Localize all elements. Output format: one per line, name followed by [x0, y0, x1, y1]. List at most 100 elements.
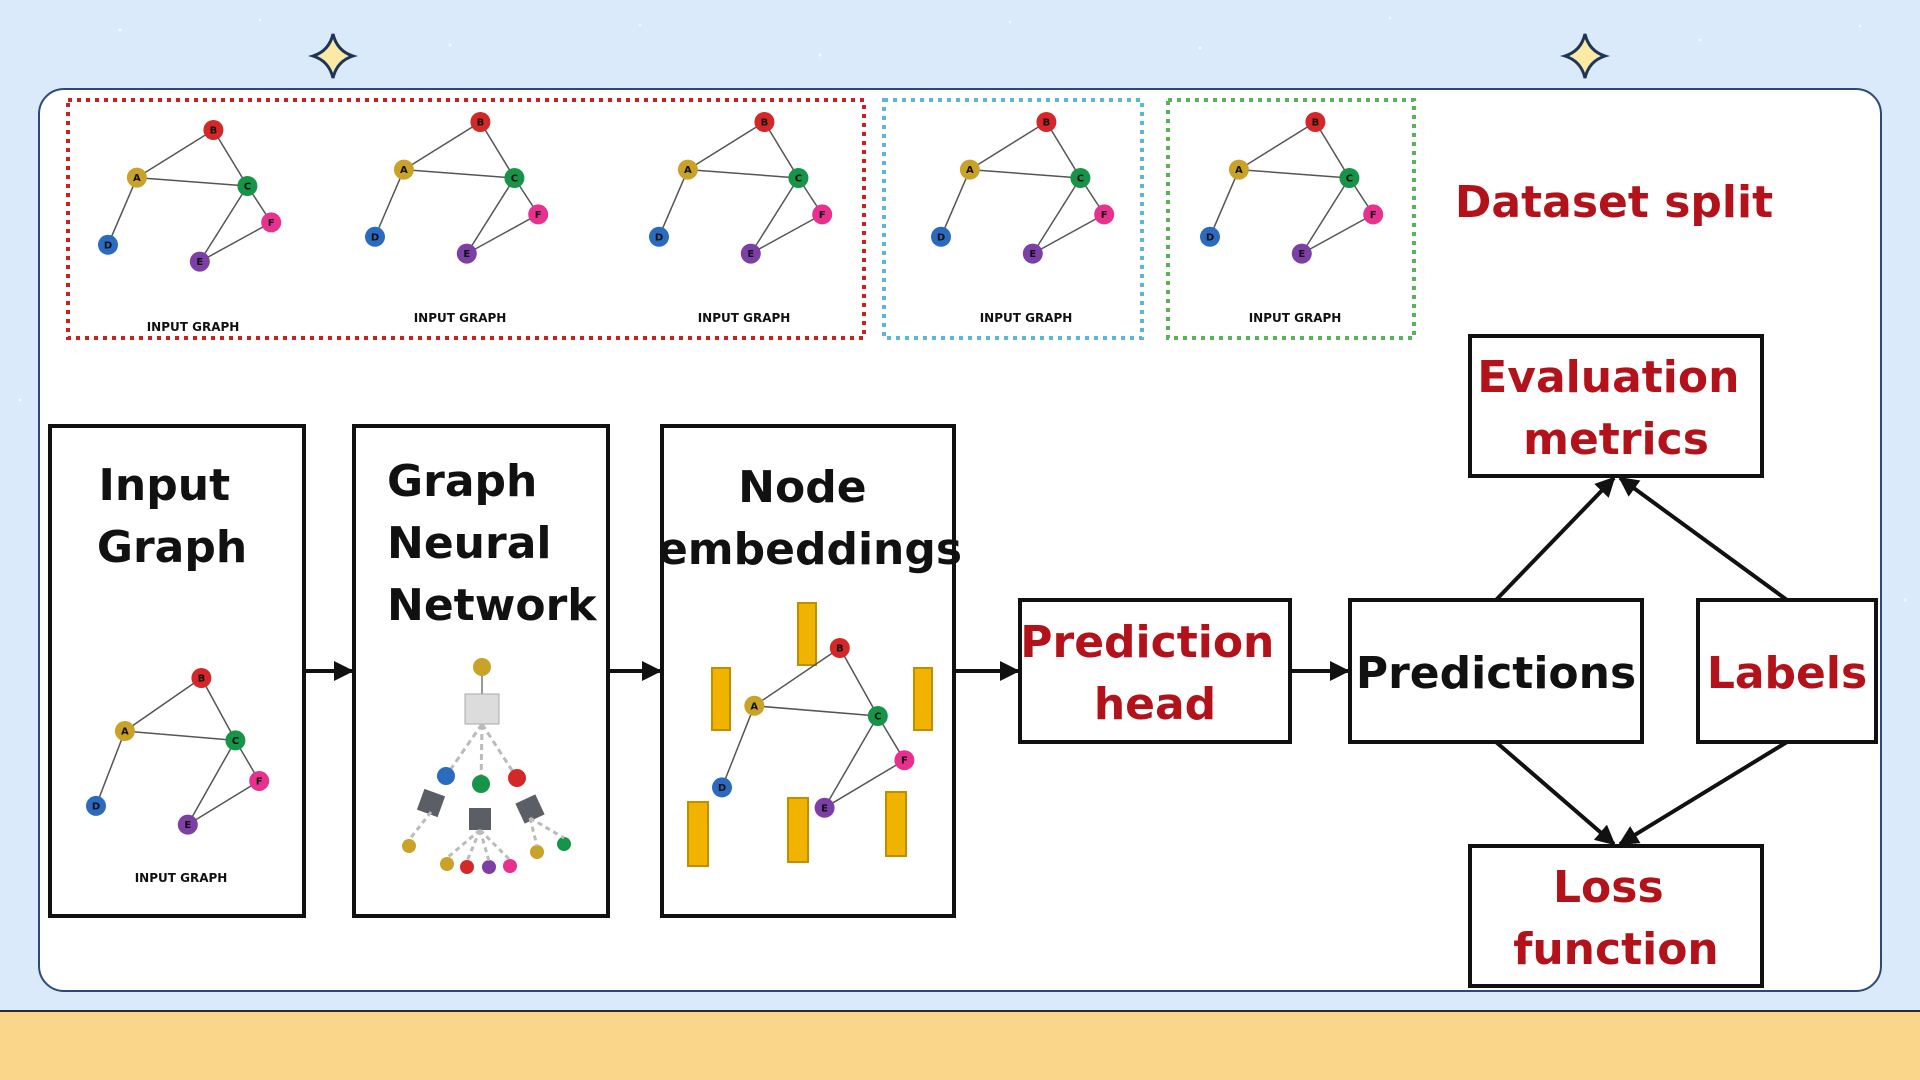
- graph-node-label: D: [937, 232, 945, 243]
- graph-node-label: D: [104, 240, 112, 251]
- graph-node: [126, 167, 147, 188]
- graph-node: [959, 159, 980, 180]
- graph-caption: INPUT GRAPH: [135, 871, 228, 885]
- graph-edge: [940, 169, 971, 238]
- graph-node-label: C: [511, 174, 518, 185]
- embedding-bar: [797, 602, 817, 666]
- graph-node-label: D: [1206, 232, 1214, 243]
- graph-node: [114, 721, 135, 742]
- svg-text:Prediction head: Prediction head: [1020, 617, 1289, 730]
- predictions-label: Predictions: [1356, 648, 1636, 699]
- graph-edge: [1238, 168, 1350, 179]
- input-graph-title-line2: Graph: [97, 522, 247, 573]
- graph-edge: [95, 730, 126, 807]
- svg-text:Evaluation metrics: Evaluation metrics: [1477, 352, 1755, 465]
- dataset-split-title: Dataset split: [1455, 177, 1773, 228]
- graph-edge: [750, 213, 823, 255]
- graph-node: [225, 730, 246, 751]
- evaluation-metrics-box: [1468, 334, 1764, 478]
- graph-node: [189, 251, 210, 272]
- graph-edge: [969, 168, 1081, 179]
- graph-node: [86, 795, 106, 816]
- graph-node-label: A: [684, 165, 692, 176]
- graph-node: [1036, 112, 1057, 132]
- graph-node-label: C: [795, 174, 802, 185]
- graph-node-label: D: [655, 232, 663, 243]
- input-graph-title-line1: Input: [99, 460, 231, 511]
- graph-edge: [212, 129, 249, 187]
- graph-edge: [1032, 177, 1082, 254]
- graph-node-label: F: [535, 210, 542, 221]
- graph-node: [1363, 204, 1384, 225]
- svg-text:Input Graph: Input Graph: [97, 460, 247, 573]
- graph-node-label: B: [1043, 118, 1051, 129]
- gnn-title-line2: Neural: [387, 518, 551, 569]
- graph-node-label: A: [121, 727, 129, 738]
- arrow-icon: [1494, 740, 1616, 846]
- graph-node-label: D: [92, 801, 100, 812]
- graph-edge: [687, 168, 799, 179]
- predictions-box: [1348, 598, 1644, 744]
- graph-node: [744, 695, 765, 716]
- graph-node: [1200, 226, 1220, 247]
- graph-caption: INPUT GRAPH: [980, 311, 1073, 325]
- graph-node-label: A: [133, 173, 141, 184]
- graph-node-label: B: [477, 118, 485, 129]
- graph-edge: [763, 121, 800, 179]
- graph-node-label: C: [874, 712, 881, 723]
- graph-node-label: E: [196, 257, 203, 268]
- graph-caption: INPUT GRAPH: [147, 320, 240, 334]
- graph-node-label: A: [750, 701, 758, 712]
- evaluation-metrics-line1: Evaluation: [1477, 352, 1739, 403]
- graph-node: [649, 226, 669, 247]
- graph-node-label: C: [1077, 174, 1084, 185]
- graph-node-label: F: [256, 776, 263, 787]
- graph-node: [237, 176, 258, 196]
- loss-function-box: [1468, 844, 1764, 988]
- graph-node-label: B: [761, 118, 769, 129]
- gnn-title-line3: Network: [387, 580, 598, 631]
- graph-node-label: A: [1235, 165, 1243, 176]
- graph-node: [456, 243, 477, 264]
- graph-node-label: E: [1029, 249, 1036, 260]
- graph-node: [894, 750, 915, 771]
- arrow-icon: [1618, 740, 1789, 846]
- graph-node-label: F: [1101, 210, 1108, 221]
- graph-node-label: F: [268, 218, 275, 229]
- graph-edge: [753, 647, 841, 707]
- graph-node: [470, 112, 491, 132]
- embedding-bar: [711, 667, 731, 731]
- graph-edge: [658, 169, 689, 238]
- sparkle-star-icon: [1559, 33, 1611, 79]
- graph-node-label: F: [1370, 210, 1377, 221]
- prediction-head-line2: head: [1094, 679, 1216, 730]
- graph-node-label: E: [821, 803, 828, 814]
- validation-split-box: [882, 98, 1144, 340]
- graph-edge: [136, 129, 214, 179]
- graph-node: [191, 668, 212, 688]
- graph-node: [712, 777, 732, 798]
- graph-node-label: C: [1346, 174, 1353, 185]
- graph-node-label: C: [232, 736, 239, 747]
- embedding-bar: [913, 667, 933, 731]
- graph-node: [393, 159, 414, 180]
- graph-caption: INPUT GRAPH: [1249, 311, 1342, 325]
- graph-edge: [1301, 213, 1374, 255]
- svg-text:Graph Neural Network: Graph Neural Network: [387, 456, 598, 631]
- graph-caption: INPUT GRAPH: [414, 311, 507, 325]
- sparkle-star-icon: [307, 33, 359, 79]
- graph-edge: [1045, 121, 1082, 179]
- graph-node: [365, 226, 385, 247]
- graph-node: [867, 706, 888, 726]
- graph-node: [528, 204, 549, 225]
- graph-edge: [374, 169, 405, 238]
- gnn-title-line1: Graph: [387, 456, 537, 507]
- decorative-stars: [18, 16, 1907, 602]
- graph-node: [203, 120, 224, 140]
- graph-node: [177, 814, 198, 835]
- graph-edge: [107, 177, 138, 246]
